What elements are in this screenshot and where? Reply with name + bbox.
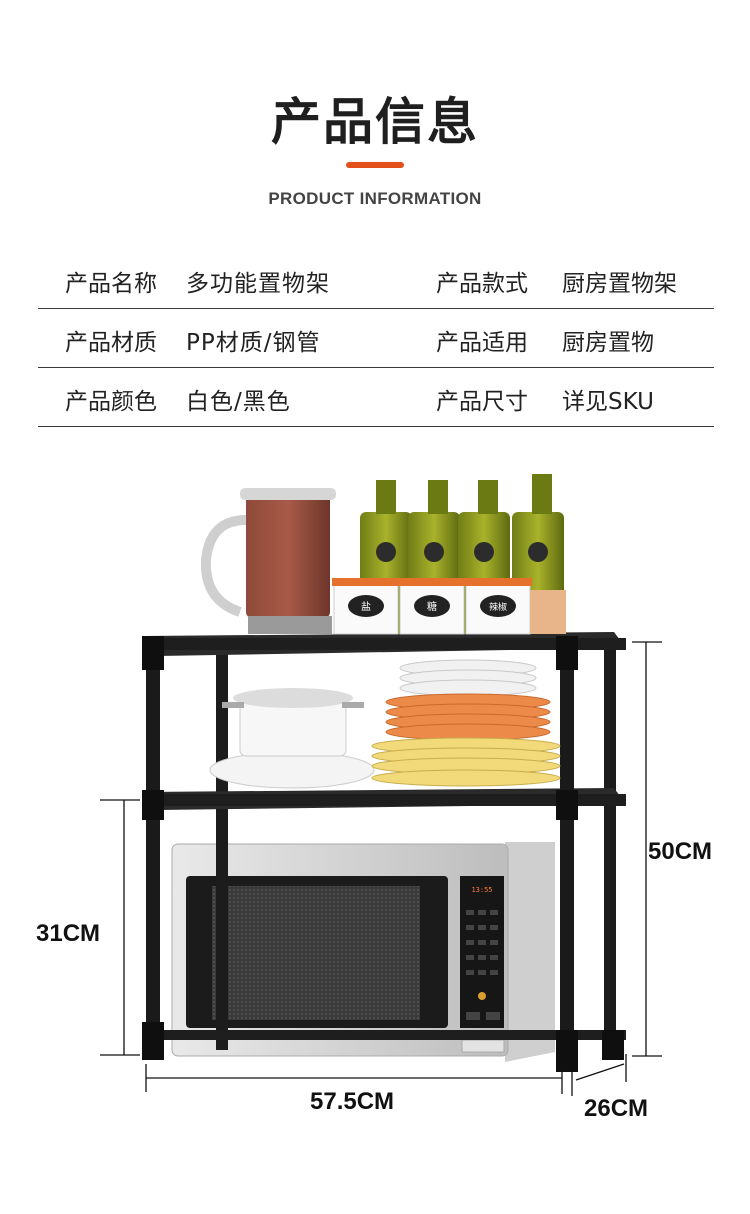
dimension-depth: 26CM xyxy=(584,1095,649,1122)
dimension-lines xyxy=(100,641,662,1096)
microwave-display: 13:55 xyxy=(471,886,492,894)
spec-value: 白色/黑色 xyxy=(186,389,291,415)
jar-label: 糖 xyxy=(427,600,437,613)
shelf-illustration: 13:55 xyxy=(100,474,662,1096)
plate-stack xyxy=(371,659,561,787)
title-accent-bar xyxy=(346,162,404,168)
spec-value: 厨房置物 xyxy=(562,330,654,356)
spec-label: 产品款式 xyxy=(436,271,528,297)
dimension-height-lower: 31CM xyxy=(36,920,101,947)
spec-label: 产品尺寸 xyxy=(436,389,528,415)
shelf-frame xyxy=(142,632,626,1072)
spec-value: PP材质/钢管 xyxy=(186,330,321,356)
spec-label: 产品适用 xyxy=(436,330,528,356)
jar-label: 辣椒 xyxy=(489,601,507,613)
page-title: 产品信息 xyxy=(271,93,479,151)
kettle xyxy=(200,488,336,634)
spec-label: 产品颜色 xyxy=(65,389,157,415)
pot xyxy=(209,688,375,789)
spec-row: 产品名称 多功能置物架 产品款式 厨房置物架 xyxy=(38,250,714,309)
spec-label: 产品材质 xyxy=(65,330,157,356)
spec-row: 产品颜色 白色/黑色 产品尺寸 详见SKU xyxy=(38,368,714,427)
dimension-height-total: 50CM xyxy=(648,838,713,865)
product-diagram: 13:55 xyxy=(0,440,750,1210)
microwave: 13:55 xyxy=(171,842,555,1062)
jar-label: 盐 xyxy=(361,600,371,613)
page-subtitle: PRODUCT INFORMATION xyxy=(268,189,482,208)
spec-label: 产品名称 xyxy=(65,271,157,297)
spec-row: 产品材质 PP材质/钢管 产品适用 厨房置物 xyxy=(38,309,714,368)
dimension-width: 57.5CM xyxy=(310,1088,395,1115)
spec-table: 产品名称 多功能置物架 产品款式 厨房置物架 产品材质 PP材质/钢管 产品适用… xyxy=(38,250,714,427)
spec-value: 多功能置物架 xyxy=(186,271,330,297)
spec-value: 详见SKU xyxy=(562,389,654,415)
spec-value: 厨房置物架 xyxy=(562,271,677,297)
spice-jars: 盐 糖 辣椒 xyxy=(332,578,566,635)
